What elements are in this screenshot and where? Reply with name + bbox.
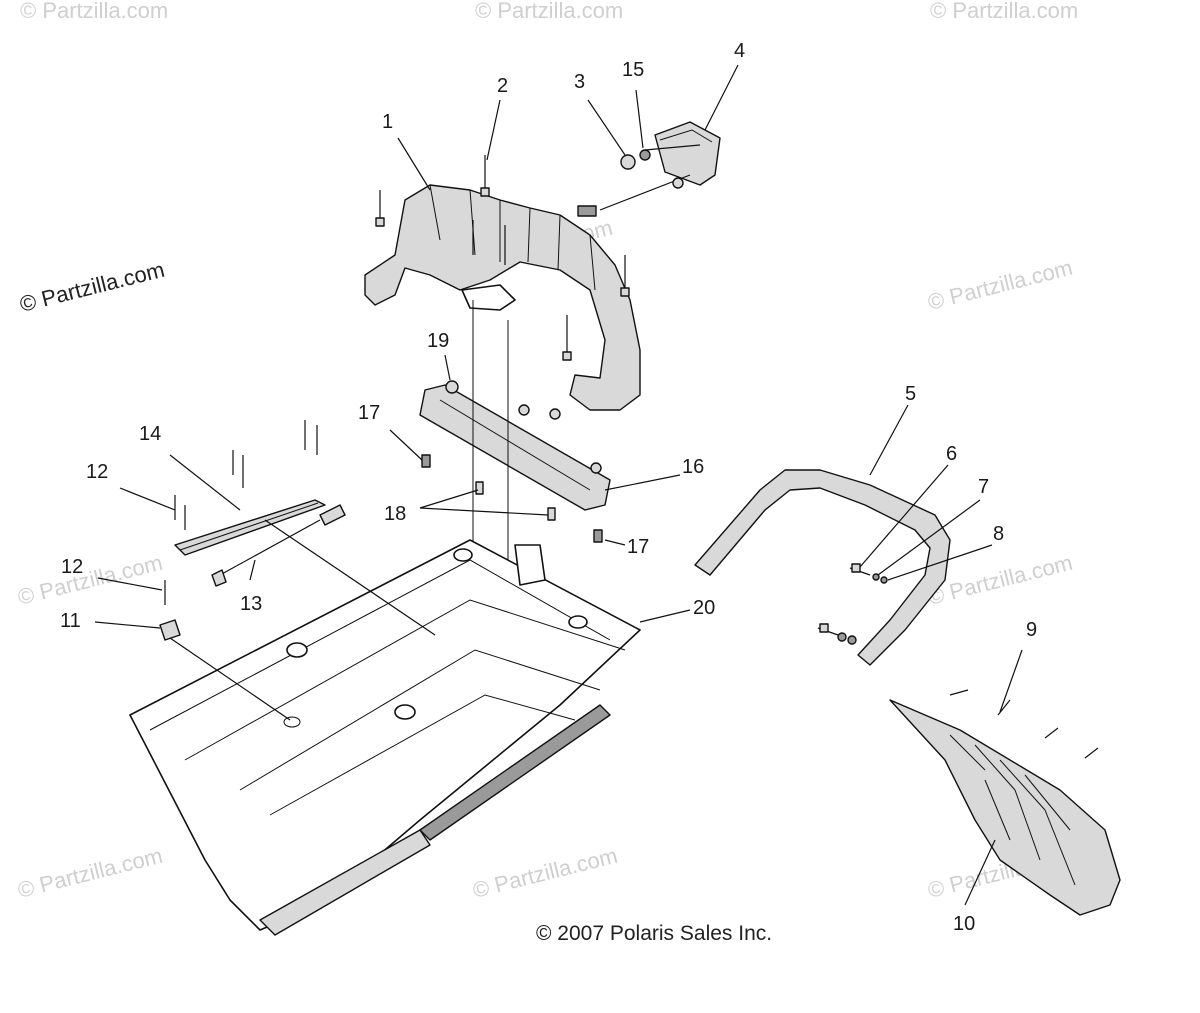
callout-6[interactable]: 6 bbox=[946, 443, 957, 465]
part-hardware-678 bbox=[817, 563, 888, 645]
watermark-faint: © Partzilla.com bbox=[15, 550, 165, 610]
part-snow-flap bbox=[889, 699, 1121, 916]
watermark-faint: © Partzilla.com bbox=[930, 0, 1078, 23]
part-rail-14 bbox=[159, 420, 346, 641]
callout-17-upper[interactable]: 17 bbox=[358, 402, 380, 424]
part-bracket-plate bbox=[419, 380, 611, 511]
callout-20[interactable]: 20 bbox=[693, 597, 715, 619]
watermark-faint: © Partzilla.com bbox=[470, 843, 620, 903]
callout-7[interactable]: 7 bbox=[978, 476, 989, 498]
callout-14[interactable]: 14 bbox=[139, 423, 161, 445]
callout-16[interactable]: 16 bbox=[682, 456, 704, 478]
callout-4[interactable]: 4 bbox=[734, 40, 745, 62]
callout-12-lower[interactable]: 12 bbox=[61, 556, 83, 578]
callout-18[interactable]: 18 bbox=[384, 503, 406, 525]
watermark-faint: © Partzilla.com bbox=[15, 843, 165, 903]
callout-17-lower[interactable]: 17 bbox=[627, 536, 649, 558]
callout-10[interactable]: 10 bbox=[953, 913, 975, 935]
callout-2[interactable]: 2 bbox=[497, 75, 508, 97]
part-tunnel bbox=[129, 539, 641, 936]
callout-5[interactable]: 5 bbox=[905, 383, 916, 405]
part-taillight bbox=[577, 121, 721, 217]
callout-3[interactable]: 3 bbox=[574, 71, 585, 93]
callout-1[interactable]: 1 bbox=[382, 111, 393, 133]
copyright-notice: © 2007 Polaris Sales Inc. bbox=[536, 922, 772, 945]
bolts-cover bbox=[375, 155, 630, 361]
callout-labels: 1 2 3 4 5 6 7 8 9 10 11 12 12 13 14 15 1… bbox=[60, 40, 1037, 935]
watermark-faint: © Partzilla.com bbox=[925, 255, 1075, 315]
callout-13[interactable]: 13 bbox=[240, 593, 262, 615]
watermark-main: © Partzilla.com bbox=[17, 257, 167, 317]
callout-12-upper[interactable]: 12 bbox=[86, 461, 108, 483]
part-rear-cover bbox=[364, 184, 641, 411]
leader-lines bbox=[94, 64, 1023, 906]
callout-9[interactable]: 9 bbox=[1026, 619, 1037, 641]
callout-19[interactable]: 19 bbox=[427, 330, 449, 352]
fasteners-17-18 bbox=[421, 454, 603, 543]
callout-11[interactable]: 11 bbox=[60, 610, 81, 632]
watermark-faint: © Partzilla.com bbox=[475, 0, 623, 23]
watermark-faint: © Partzilla.com bbox=[20, 0, 168, 23]
part-push-rivets bbox=[949, 689, 1099, 759]
callout-15[interactable]: 15 bbox=[622, 59, 644, 81]
callout-8[interactable]: 8 bbox=[993, 523, 1004, 545]
part-grab-bar bbox=[694, 469, 951, 666]
